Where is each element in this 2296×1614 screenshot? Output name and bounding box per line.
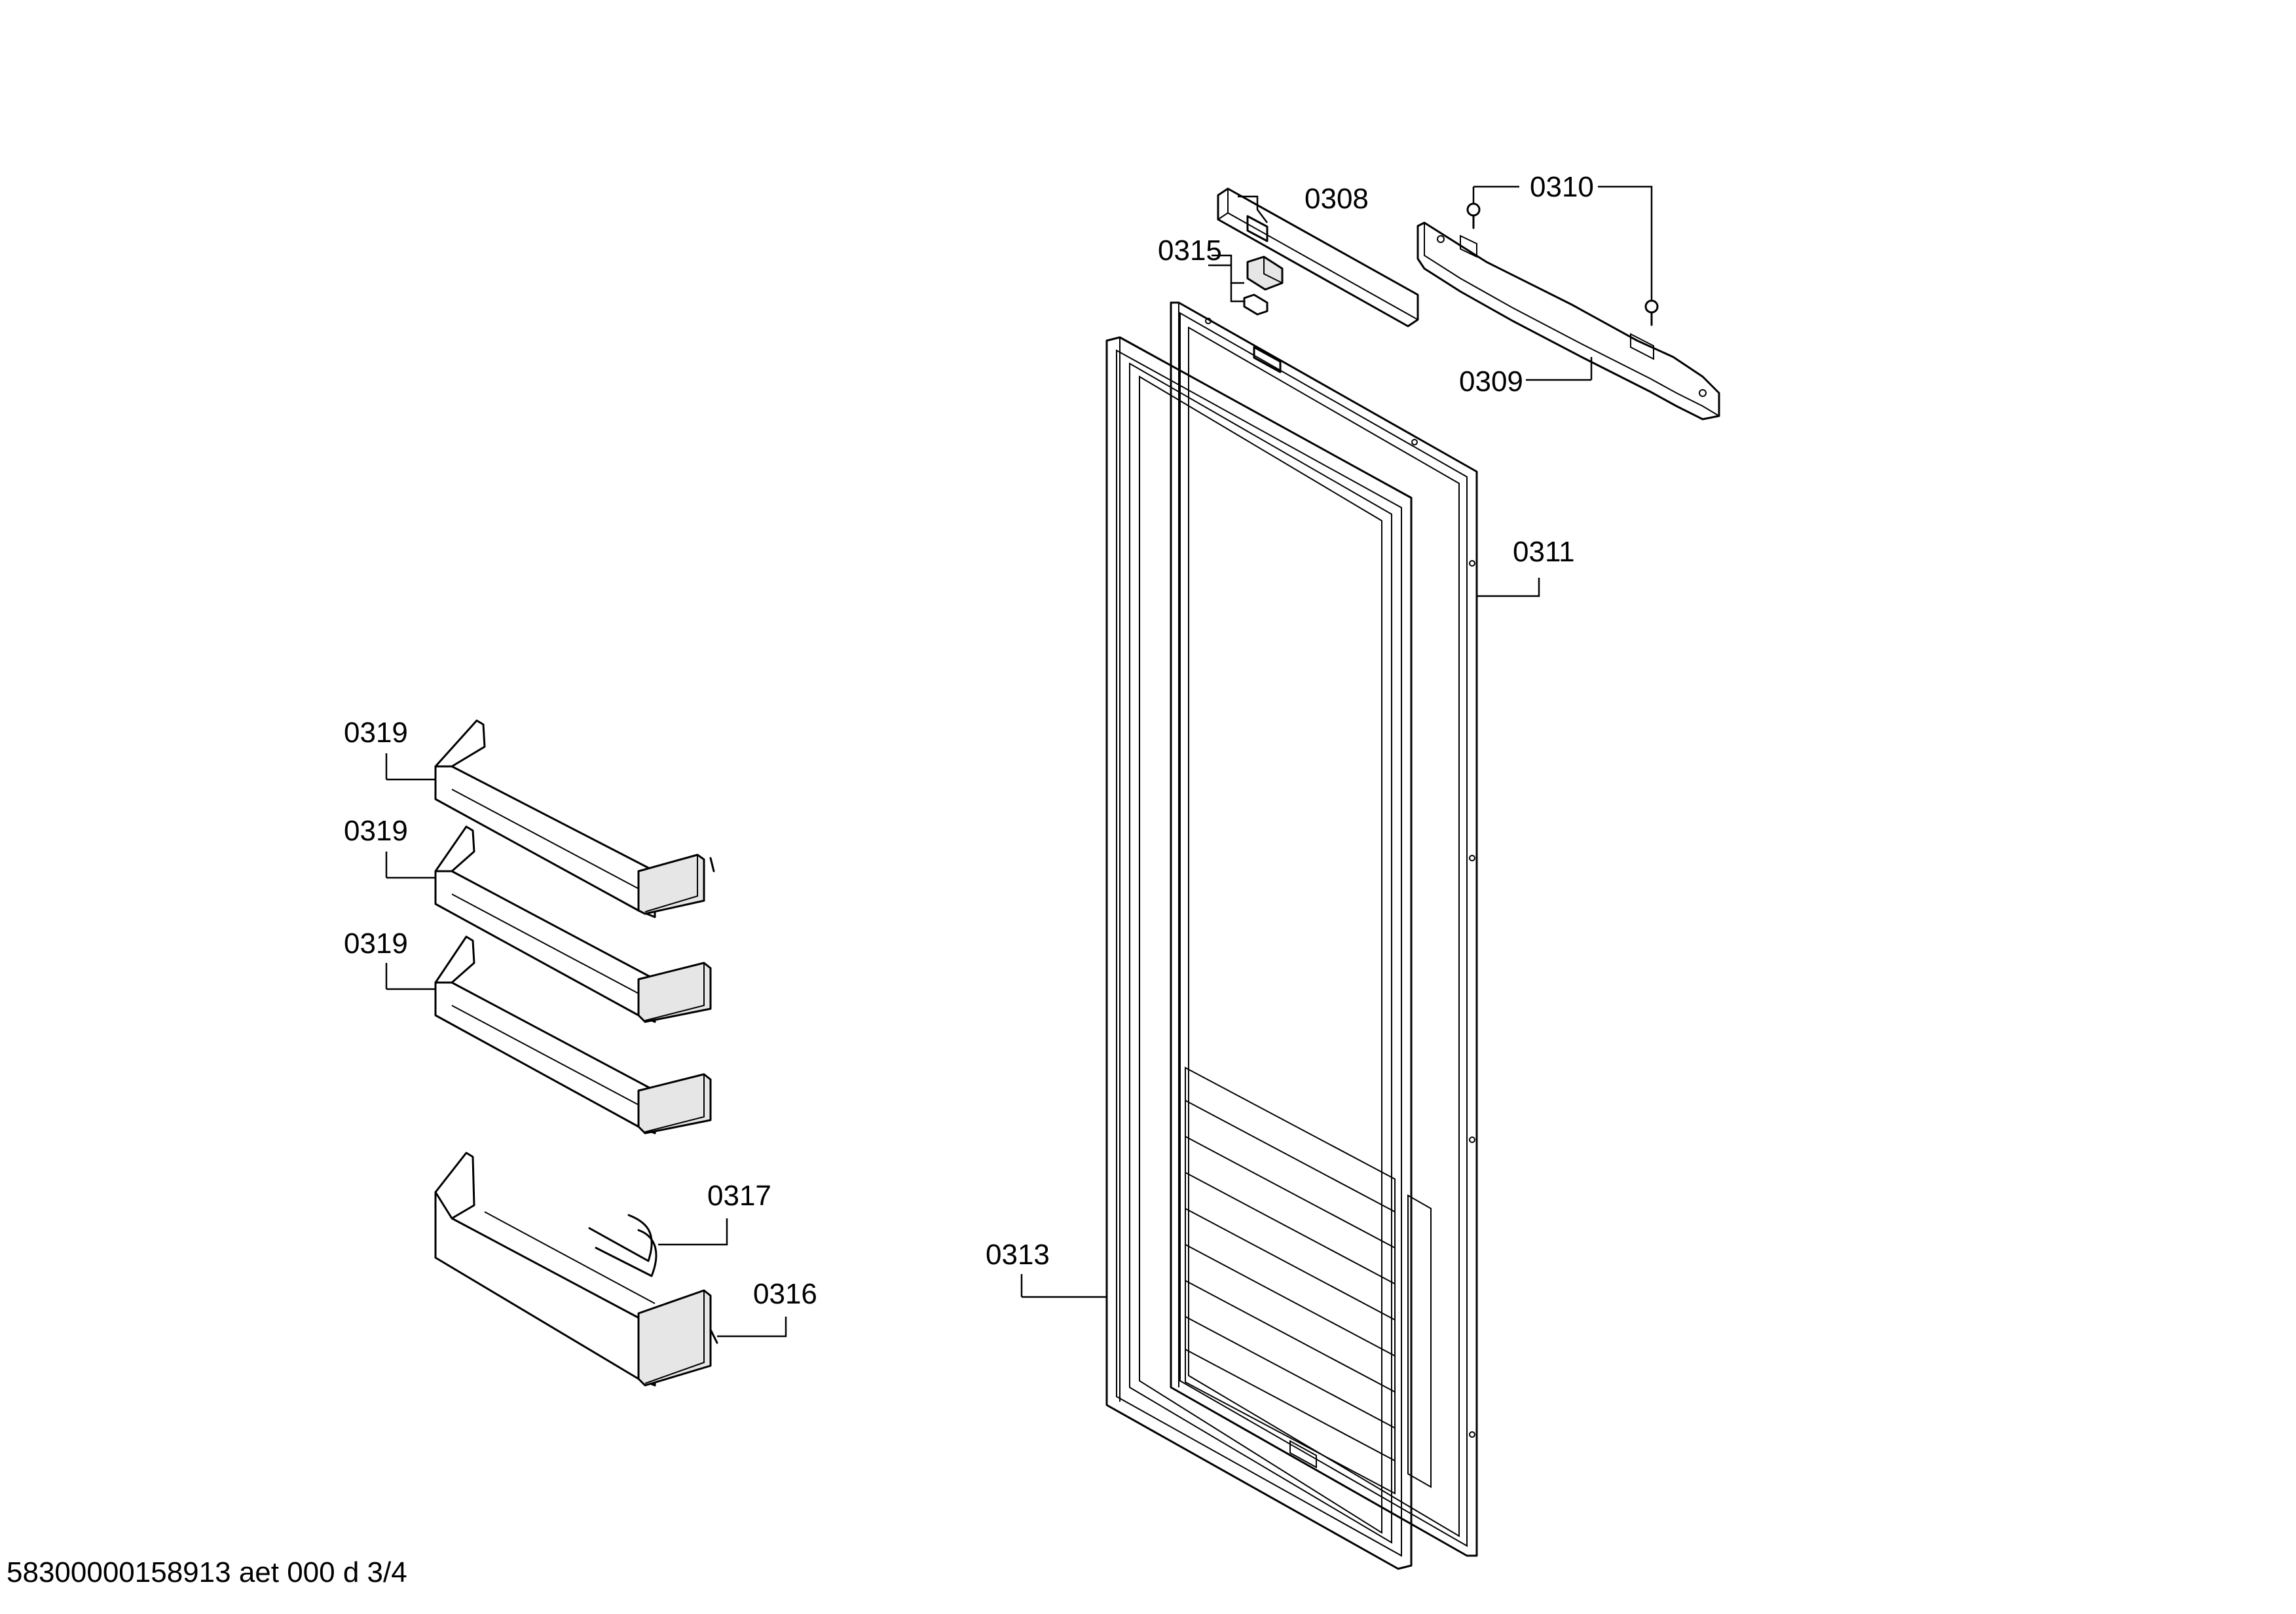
label-0319-top: 0319 [344, 717, 408, 749]
label-0316: 0316 [753, 1278, 817, 1310]
door-shelf-0319-top [434, 719, 715, 918]
label-0309: 0309 [1459, 366, 1523, 398]
leader-lines [385, 185, 1653, 1338]
label-0313: 0313 [986, 1239, 1050, 1271]
label-0311: 0311 [1513, 536, 1575, 568]
bottle-shelf-0316 [434, 1152, 718, 1387]
screw-0310-right [1644, 299, 1659, 326]
label-0310: 0310 [1530, 171, 1594, 203]
door-gasket-0313 [1105, 336, 1413, 1570]
label-0319-middle: 0319 [344, 815, 408, 847]
door-shelf-0319-middle [434, 825, 712, 1023]
screw-0310-left [1466, 202, 1481, 229]
door-shelf-0319-bottom [434, 935, 712, 1135]
document-id-footer: 58300000158913 aet 000 d 3/4 [7, 1556, 407, 1588]
top-cover-0308 [1217, 187, 1419, 328]
label-0315: 0315 [1158, 235, 1222, 267]
wire-holder-0317 [588, 1214, 657, 1277]
label-0308: 0308 [1305, 183, 1369, 215]
label-0317: 0317 [707, 1180, 771, 1212]
label-0319-bottom: 0319 [344, 928, 408, 960]
small-block-0315 [1243, 255, 1284, 316]
hinge-bracket-0309 [1416, 221, 1720, 421]
door-frame-0311 [1170, 301, 1478, 1557]
